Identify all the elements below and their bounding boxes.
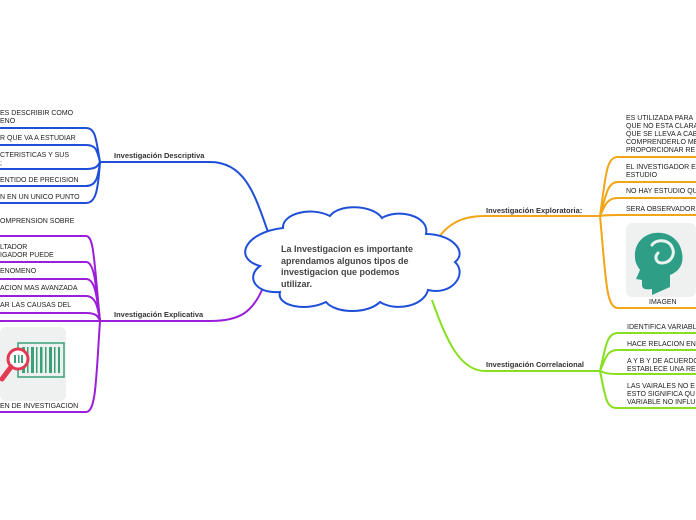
explicativa-item-4[interactable]: ACION MAS AVANZADA — [0, 285, 78, 293]
descriptiva-item-4[interactable]: ENTIDO DE PRECISION — [0, 177, 79, 185]
descriptiva-item-1[interactable]: ES DESCRIBIR COMO ENO — [0, 110, 73, 126]
correlacional-item-2[interactable]: HACE RELACION EN — [627, 341, 696, 349]
exploratoria-image-caption: IMAGEN — [649, 299, 677, 306]
branch-exploratoria-title[interactable]: Investigación Exploratoria: — [486, 206, 582, 215]
explicativa-item-1[interactable]: OMPRENSION SOBRE — [0, 218, 74, 226]
descriptiva-item-5[interactable]: N EN UN UNICO PUNTO — [0, 194, 80, 202]
exploratoria-image[interactable] — [626, 223, 696, 297]
explicativa-image[interactable] — [0, 327, 66, 401]
branch-descriptiva-title[interactable]: Investigación Descriptiva — [114, 151, 204, 160]
exploratoria-item-2[interactable]: EL INVESTIGADOR E ESTUDIO — [626, 164, 696, 180]
explicativa-item-2[interactable]: LTADOR IGADOR PUEDE — [0, 244, 54, 260]
branch-correlacional-title[interactable]: Investigación Correlacional — [486, 360, 584, 369]
explicativa-link-5 — [0, 313, 100, 321]
explicativa-item-5[interactable]: AR LAS CAUSAS DEL — [0, 302, 71, 310]
explicativa-item-3[interactable]: ENOMENO — [0, 268, 36, 276]
correlacional-item-1[interactable]: IDENTIFICA VARIABL — [627, 324, 696, 332]
descriptiva-item-2[interactable]: R QUE VA A ESTUDIAR — [0, 135, 76, 143]
exploratoria-item-1[interactable]: ES UTILIZADA PARA QUE NO ESTA CLARA QUE … — [626, 115, 696, 155]
correlacional-item-4[interactable]: LAS VAIRALES NO E ESTO SIGNIFICA QU VARI… — [627, 383, 695, 407]
central-topic-text[interactable]: La Investigacion es importante aprendamo… — [281, 244, 431, 290]
exploratoria-item-3[interactable]: NO HAY ESTUDIO QU — [626, 188, 696, 196]
head-profile-icon — [626, 223, 696, 297]
exploratoria-link-4 — [600, 215, 696, 216]
exploratoria-main-link — [438, 216, 600, 238]
exploratoria-item-4[interactable]: SERA OBSERVADOR — [626, 206, 695, 214]
barcode-magnifier-icon — [0, 327, 66, 401]
explicativa-image-caption: EN DE INVESTIGACION — [0, 403, 78, 410]
descriptiva-main-link — [112, 162, 268, 232]
descriptiva-item-3[interactable]: CTERISTICAS Y SUS ; — [0, 152, 69, 168]
correlacional-item-3[interactable]: A Y B Y DE ACUERDO ESTABLECE UNA RE — [627, 358, 696, 374]
branch-explicativa-title[interactable]: Investigación Explicativa — [114, 310, 203, 319]
